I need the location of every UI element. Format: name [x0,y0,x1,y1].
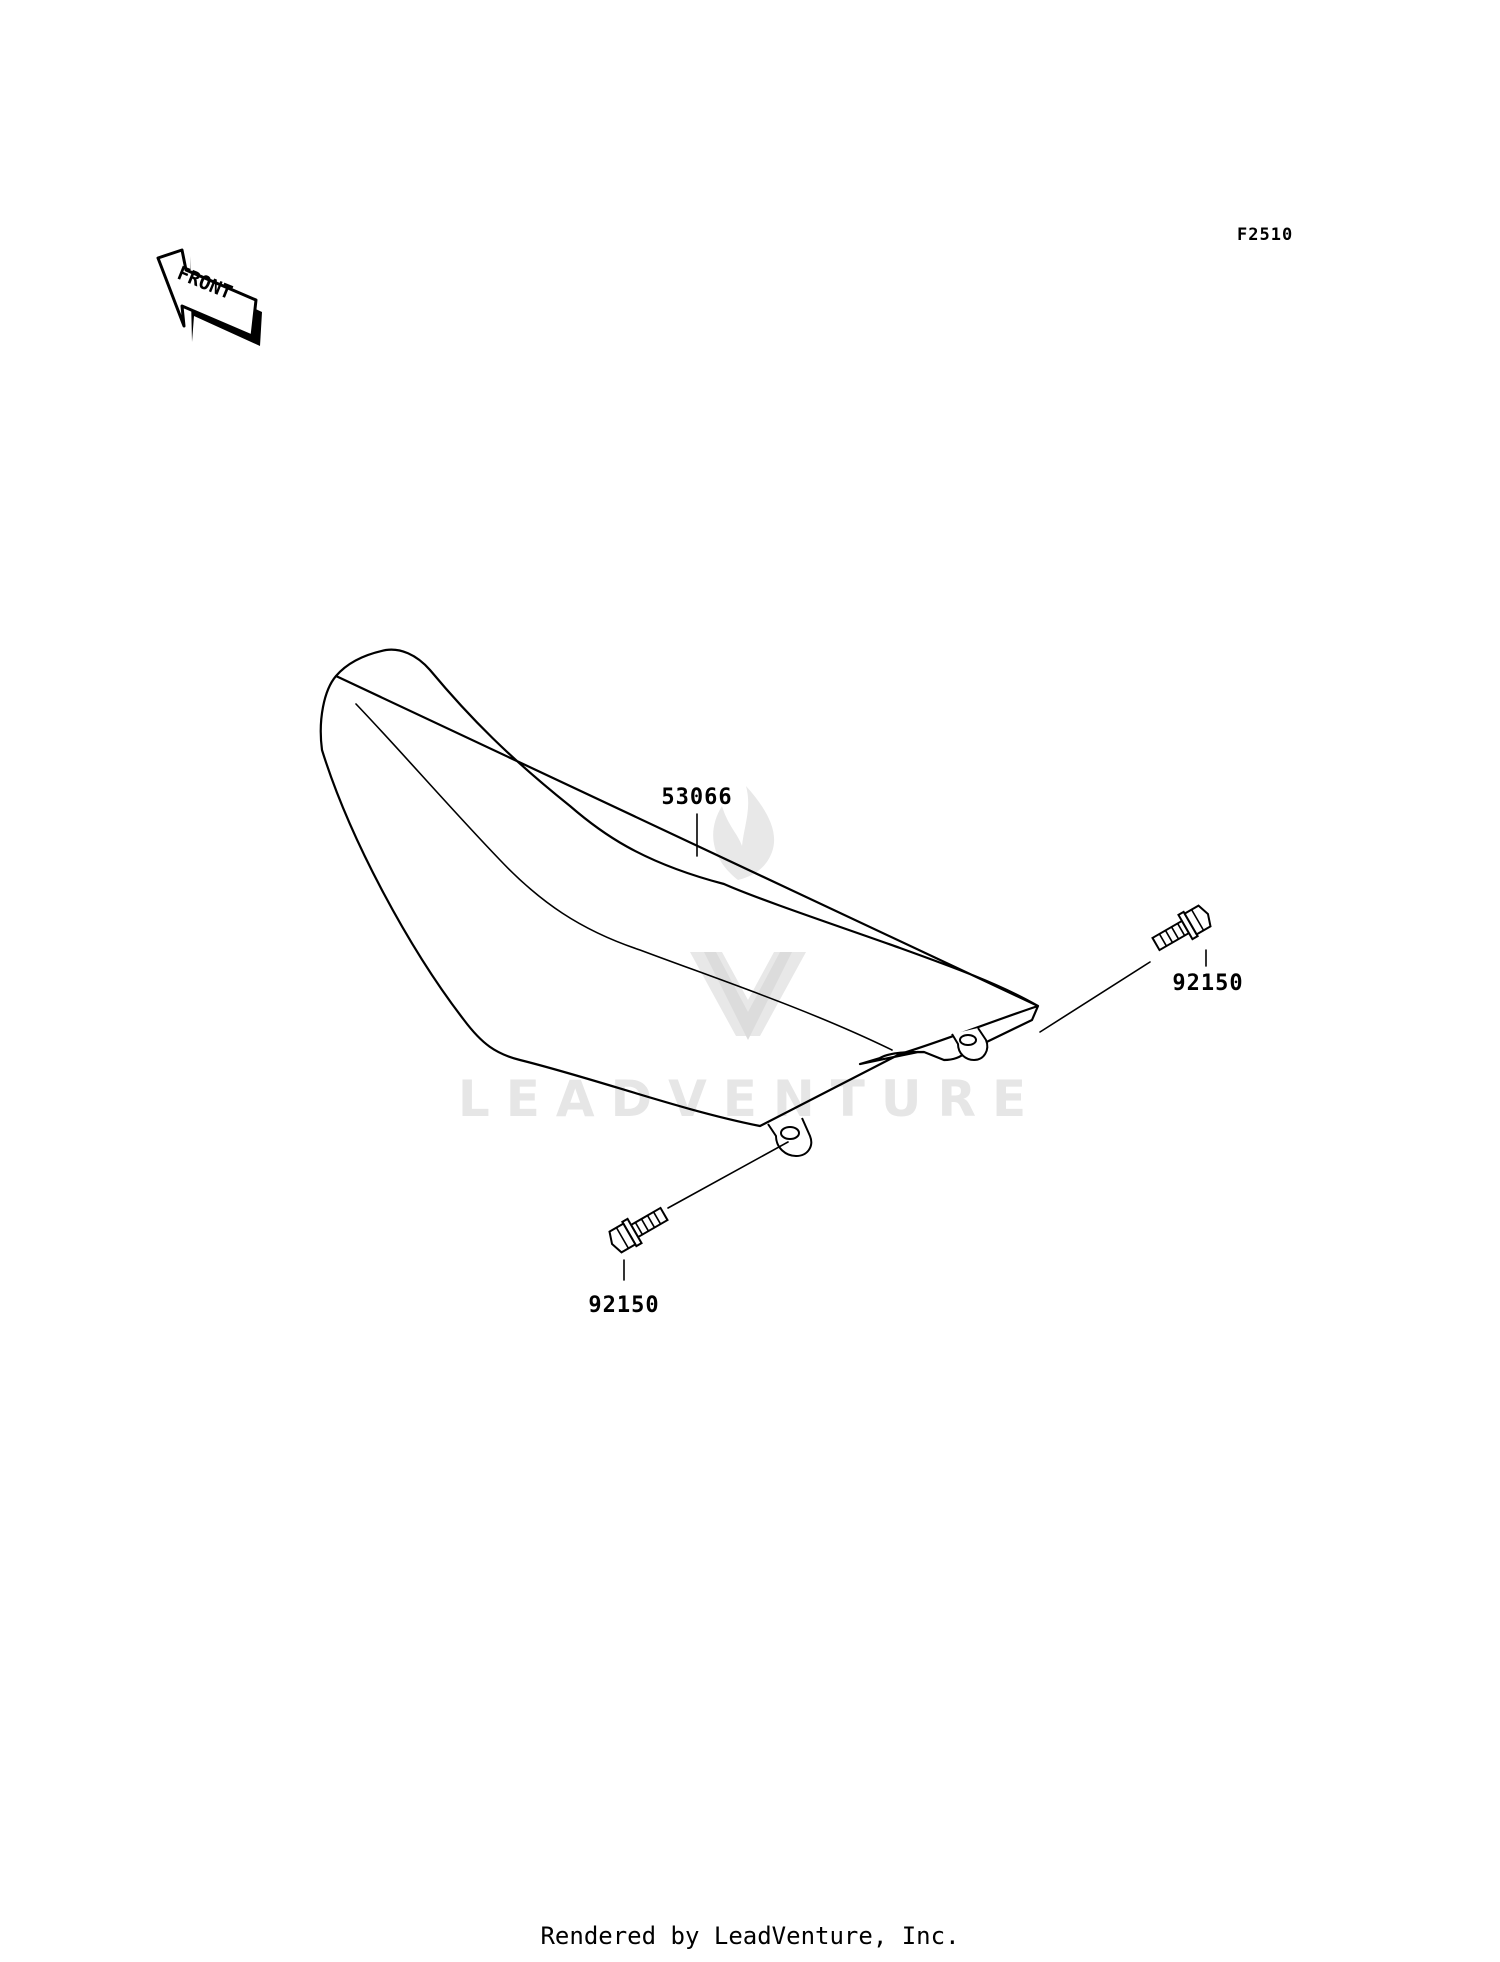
seat-front-mount-hole [780,1126,800,1140]
seat-rear-mount-hole [959,1034,977,1046]
bolt-left-connector-line [667,1141,789,1209]
seat-assembly [319,648,1040,1157]
seat-part-number[interactable]: 53066 [661,785,732,810]
watermark-logo-icon [690,786,806,1040]
bolt-right-part-number[interactable]: 92150 [1172,971,1243,996]
bolt-right [1151,904,1212,952]
bolt-right-connector-line [1039,961,1151,1033]
seat-ridge-line [355,703,893,1051]
watermark: LEADVENTURE [458,786,1042,1128]
front-arrow-icon [156,248,258,338]
seat-outline [319,648,1040,1128]
bolt-left-part-number[interactable]: 92150 [588,1293,659,1318]
watermark-text: LEADVENTURE [458,1070,1042,1128]
figure-code: F2510 [1237,225,1293,245]
bolt-left [608,1206,669,1254]
front-arrow: FRONT [156,248,262,346]
footer-credit: Rendered by LeadVenture, Inc. [540,1922,959,1950]
